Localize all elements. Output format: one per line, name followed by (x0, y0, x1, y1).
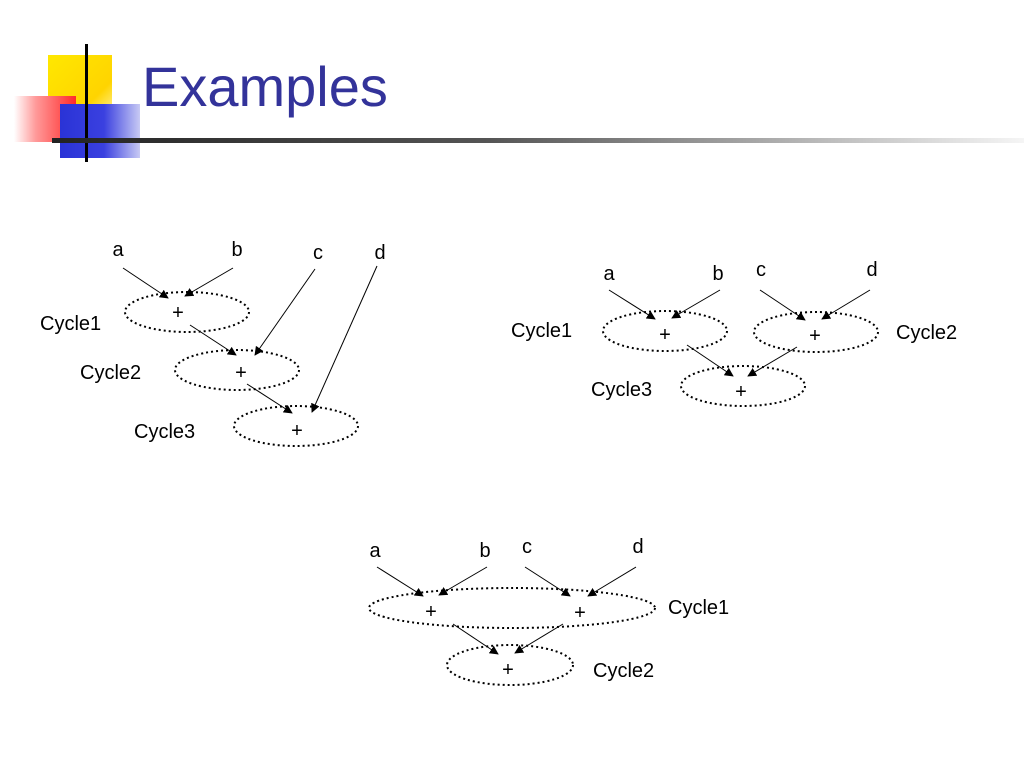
input-label-d: d (374, 242, 385, 264)
edge-arrow (246, 383, 293, 414)
cycle-ellipse (602, 310, 728, 352)
edge-arrow (524, 566, 571, 597)
cycle-ellipse (680, 365, 806, 407)
edge-arrow (747, 346, 798, 377)
edge-arrow (438, 566, 488, 596)
edge-arrow (686, 344, 734, 377)
input-label-c: c (313, 242, 323, 264)
edge-arrow (184, 267, 234, 297)
cycle-ellipse (446, 644, 574, 686)
operator-plus: + (809, 325, 821, 347)
decor-blue-square (60, 104, 140, 158)
cycle-label: Cycle1 (40, 313, 101, 335)
cycle-label: Cycle1 (668, 597, 729, 619)
input-label-d: d (632, 536, 643, 558)
input-label-b: b (479, 540, 490, 562)
edge-arrow (122, 267, 169, 299)
diagram-tree-three-cycles: a b c d + + + Cycle1 Cycle2 Cycle3 (511, 259, 957, 407)
edge-arrow (514, 623, 564, 654)
diagram-tree-two-cycles: a b c d + + + Cycle1 Cycle2 (368, 536, 729, 686)
input-label-c: c (756, 259, 766, 281)
title-underline (52, 138, 1024, 143)
input-label-a: a (603, 263, 615, 285)
operator-plus: + (574, 602, 586, 624)
edge-arrow (759, 289, 806, 321)
cycle-label: Cycle2 (80, 362, 141, 384)
edge-arrow (671, 289, 721, 319)
operator-plus: + (291, 420, 303, 442)
edge-arrow (587, 566, 637, 597)
cycle-ellipse (174, 349, 300, 391)
cycle-label: Cycle2 (896, 322, 957, 344)
operator-plus: + (235, 362, 247, 384)
edge-arrow (821, 289, 871, 320)
cycle-label: Cycle1 (511, 320, 572, 342)
operator-plus: + (172, 302, 184, 324)
operator-plus: + (735, 381, 747, 403)
operator-plus: + (425, 601, 437, 623)
cycle-ellipse (124, 291, 250, 333)
cycle-label: Cycle2 (593, 660, 654, 682)
edge-arrow (254, 268, 316, 356)
cycle-ellipse (368, 587, 656, 629)
input-label-d: d (866, 259, 877, 281)
diagram-serial-chain: a b c d + + + Cycle1 Cycle2 Cycle3 (40, 239, 386, 447)
edge-arrow (608, 289, 656, 320)
slide-title: Examples (142, 55, 388, 118)
edge-arrow (311, 265, 378, 413)
operator-plus: + (659, 324, 671, 346)
cycle-ellipse (233, 405, 359, 447)
edge-arrow (376, 566, 424, 597)
input-label-a: a (112, 239, 124, 261)
cycle-label: Cycle3 (591, 379, 652, 401)
input-label-b: b (231, 239, 242, 261)
decor-vertical-rule (85, 44, 88, 162)
input-label-b: b (712, 263, 723, 285)
input-label-c: c (522, 536, 532, 558)
operator-plus: + (502, 659, 514, 681)
cycle-label: Cycle3 (134, 421, 195, 443)
input-label-a: a (369, 540, 381, 562)
cycle-ellipse (753, 311, 879, 353)
edge-arrow (452, 623, 499, 655)
edge-arrow (189, 324, 237, 356)
